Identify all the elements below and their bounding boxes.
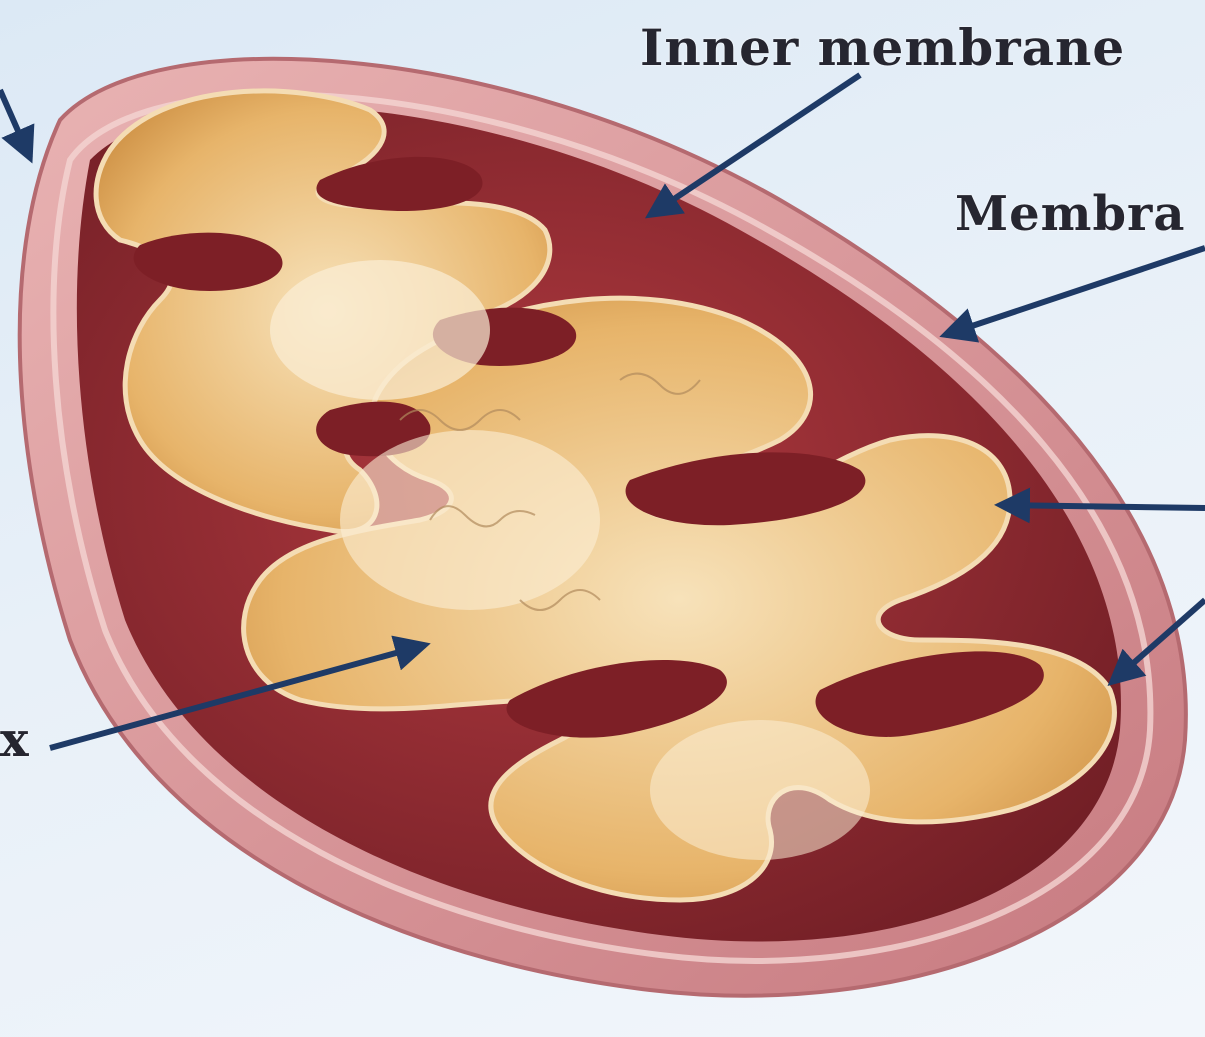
arrow-upper-left	[0, 90, 30, 158]
arrow-outer-membrane	[945, 248, 1205, 335]
arrow-cristae	[1000, 505, 1205, 508]
matrix-core-1	[270, 260, 490, 400]
outer-membrane-label: Membra	[955, 186, 1185, 242]
inner-membrane-label: Inner membrane	[640, 18, 1125, 77]
matrix-core-3	[650, 720, 870, 860]
matrix-label: x	[0, 712, 30, 768]
